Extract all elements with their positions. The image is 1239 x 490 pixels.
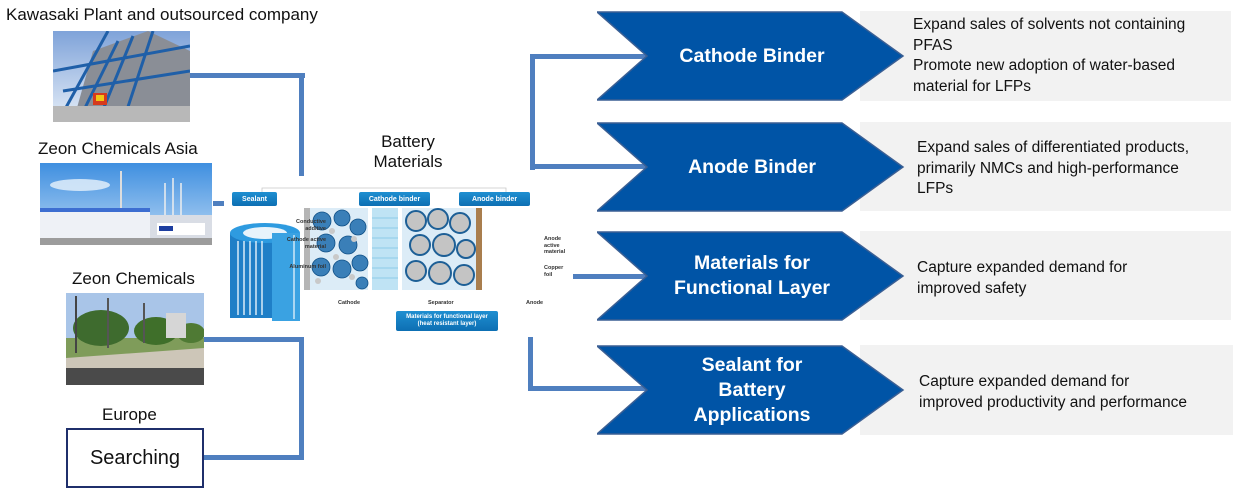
battery-materials-title-line2: Materials xyxy=(373,152,443,171)
site-label-kawasaki: Kawasaki Plant and outsourced company xyxy=(6,5,318,24)
connector-cathode-binder xyxy=(530,54,647,59)
description-line: LFPs xyxy=(917,180,954,197)
description-box-functional-layer xyxy=(860,231,1231,320)
description-line: material for LFPs xyxy=(913,77,1032,95)
site-label-europe: Europe xyxy=(102,405,157,424)
label-cathode-active-material: Cathode active material xyxy=(286,237,326,250)
description-line: Expand sales of solvents not containing xyxy=(913,16,1186,33)
connector-kawasaki-vertical xyxy=(299,73,304,176)
description-line: Promote new adoption of water-based xyxy=(913,57,1175,74)
description-line: PFAS xyxy=(913,36,953,54)
label-conductive-additive-text: Conductive additive xyxy=(296,219,326,232)
description-functional-layer: Capture expanded demand for improved saf… xyxy=(917,258,1237,299)
connector-zeon-horizontal xyxy=(204,337,304,342)
chevron-cathode-binder xyxy=(597,11,905,101)
chevron-label-cathode-binder: Cathode Binder xyxy=(679,44,825,67)
chevron-anode-binder xyxy=(597,122,905,212)
connector-asia xyxy=(213,201,224,206)
tag-sealant: Sealant xyxy=(232,192,277,206)
description-anode-binder: Expand sales of differentiated products,… xyxy=(917,138,1237,200)
connector-zeon-vertical xyxy=(299,337,304,459)
battery-materials-title: Battery Materials xyxy=(358,132,458,172)
label-anode-active-material: Anode active material xyxy=(544,236,566,255)
label-copper-foil: Copper foil xyxy=(544,265,564,278)
battery-cross-section-diagram: Sealant Cathode binder Anode binder Cond… xyxy=(226,183,565,333)
description-line: primarily NMCs and high-performance xyxy=(917,159,1179,177)
tag-anode-binder: Anode binder xyxy=(459,192,530,206)
chevron-label-anode-binder: Anode Binder xyxy=(688,155,816,178)
tag-functional-layer: Materials for functional layer (heat res… xyxy=(396,311,498,331)
chevron-label-line: Functional Layer xyxy=(673,277,831,299)
industrial-plant-photo xyxy=(53,31,190,122)
europe-status-text: Searching xyxy=(89,446,181,469)
description-box-anode-binder xyxy=(860,122,1231,211)
chevron-functional-layer xyxy=(597,231,905,321)
description-box-sealant xyxy=(860,345,1233,435)
connector-kawasaki-horizontal xyxy=(190,73,305,78)
connector-anode-binder xyxy=(530,164,647,169)
cylinder-cell-illustration xyxy=(230,223,300,321)
tag-functional-layer-line1: Materials for functional layer xyxy=(406,314,488,320)
description-line: Expand sales of differentiated products, xyxy=(917,139,1189,156)
label-aluminum-foil: Aluminum foil xyxy=(289,264,326,270)
description-box-cathode-binder xyxy=(860,11,1231,101)
tag-functional-layer-line2: (heat resistant layer) xyxy=(417,321,477,327)
site-label-zeon-chemicals: Zeon Chemicals xyxy=(72,269,195,288)
description-line: improved productivity and performance xyxy=(919,393,1187,411)
site-label-zeon-asia: Zeon Chemicals Asia xyxy=(38,139,198,158)
tag-cathode-binder: Cathode binder xyxy=(359,192,430,206)
chevron-label-line: Battery xyxy=(718,378,786,401)
chevron-label-sealant: Sealant for Battery Applications xyxy=(652,345,852,435)
label-separator: Separator xyxy=(428,300,454,306)
chevron-label-line: Applications xyxy=(693,403,811,426)
connector-europe-horizontal xyxy=(204,455,304,460)
description-line: Capture expanded demand for xyxy=(919,373,1130,390)
chevron-label-functional-layer: Materials for Functional Layer xyxy=(652,231,852,321)
description-line: improved safety xyxy=(917,279,1027,297)
label-cathode: Cathode xyxy=(338,300,360,306)
label-anode: Anode xyxy=(526,300,544,306)
description-line: Capture expanded demand for xyxy=(917,259,1128,276)
chevron-sealant xyxy=(597,345,905,435)
battery-materials-title-line1: Battery xyxy=(381,132,435,151)
connector-binders-vertical xyxy=(530,54,535,170)
connector-functional-layer xyxy=(573,274,647,279)
zeon-chemicals-facility-photo xyxy=(66,293,204,385)
zeon-asia-facility-photo xyxy=(40,163,212,245)
description-cathode-binder: Expand sales of solvents not containing … xyxy=(913,15,1233,97)
chevron-label-line: Materials for xyxy=(694,252,810,274)
connector-sealant xyxy=(528,386,647,391)
europe-status-box: Searching xyxy=(66,428,204,488)
description-sealant: Capture expanded demand for improved pro… xyxy=(919,372,1239,413)
connector-sealant-vertical xyxy=(528,337,533,391)
chevron-label-line: Sealant for xyxy=(701,353,803,376)
